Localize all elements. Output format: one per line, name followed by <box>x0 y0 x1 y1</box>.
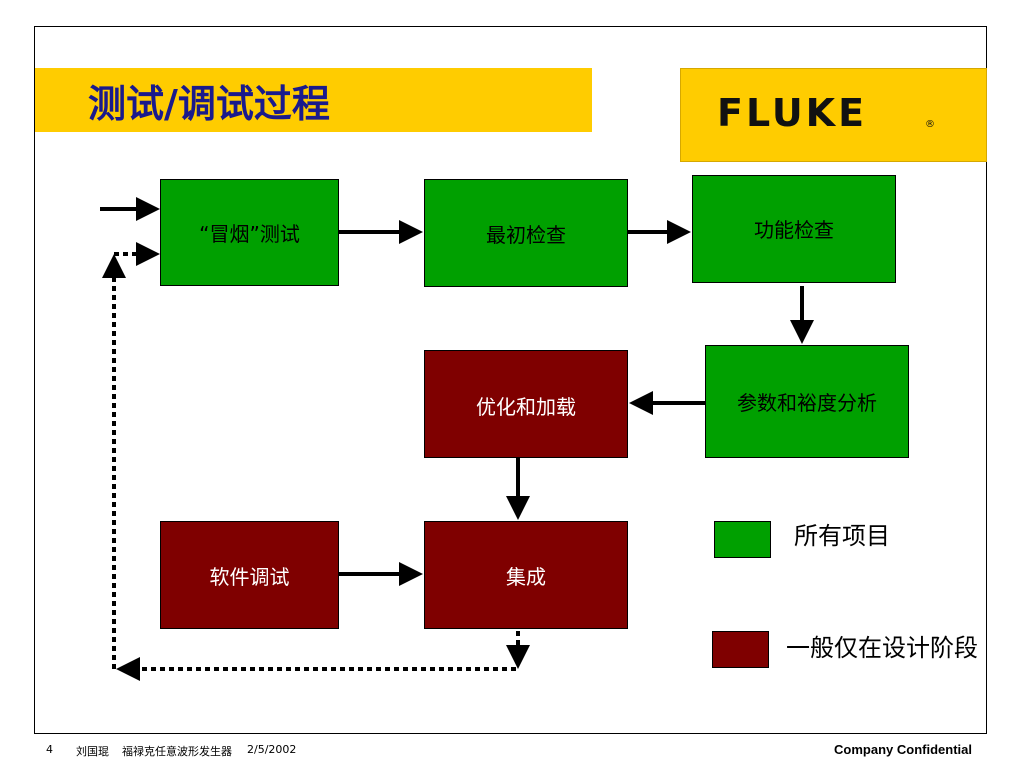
initial-check-box: 最初检查 <box>424 179 628 287</box>
legend-red-swatch <box>712 631 769 668</box>
software-debug-label: 软件调试 <box>209 564 290 589</box>
footer-confidential: Company Confidential <box>834 742 972 757</box>
integration-box: 集成 <box>424 521 628 629</box>
optimize-load-label: 优化和加载 <box>476 395 576 419</box>
smoke-test-box: “冒烟”测试 <box>160 179 339 286</box>
registered-mark: ® <box>925 119 935 130</box>
param-analysis-label: 参数和裕度分析 <box>737 391 877 415</box>
logo-text: FLUKE <box>717 91 868 135</box>
title-bar <box>35 68 592 132</box>
footer-subject: 福禄克任意波形发生器 <box>122 745 232 758</box>
legend-all-items-label: 所有项目 <box>794 522 890 550</box>
fluke-logo: FLUKE ® <box>680 68 987 162</box>
footer-date: 2/5/2002 <box>247 743 297 756</box>
function-check-label: 功能检查 <box>754 218 834 242</box>
legend-design-only-label: 一般仅在设计阶段 <box>786 634 978 662</box>
initial-check-label: 最初检查 <box>486 222 566 247</box>
software-debug-box: 软件调试 <box>160 521 339 629</box>
smoke-test-label: “冒烟”测试 <box>199 222 300 246</box>
function-check-box: 功能检查 <box>692 175 896 283</box>
slide-title: 测试/调试过程 <box>88 81 330 126</box>
footer-author: 刘国琨 <box>76 745 109 758</box>
param-analysis-box: 参数和裕度分析 <box>705 345 909 458</box>
integration-label: 集成 <box>506 564 546 589</box>
footer-page-number: 4 <box>46 743 53 756</box>
slide-frame <box>34 26 987 734</box>
optimize-load-box: 优化和加载 <box>424 350 628 458</box>
legend-green-swatch <box>714 521 771 558</box>
